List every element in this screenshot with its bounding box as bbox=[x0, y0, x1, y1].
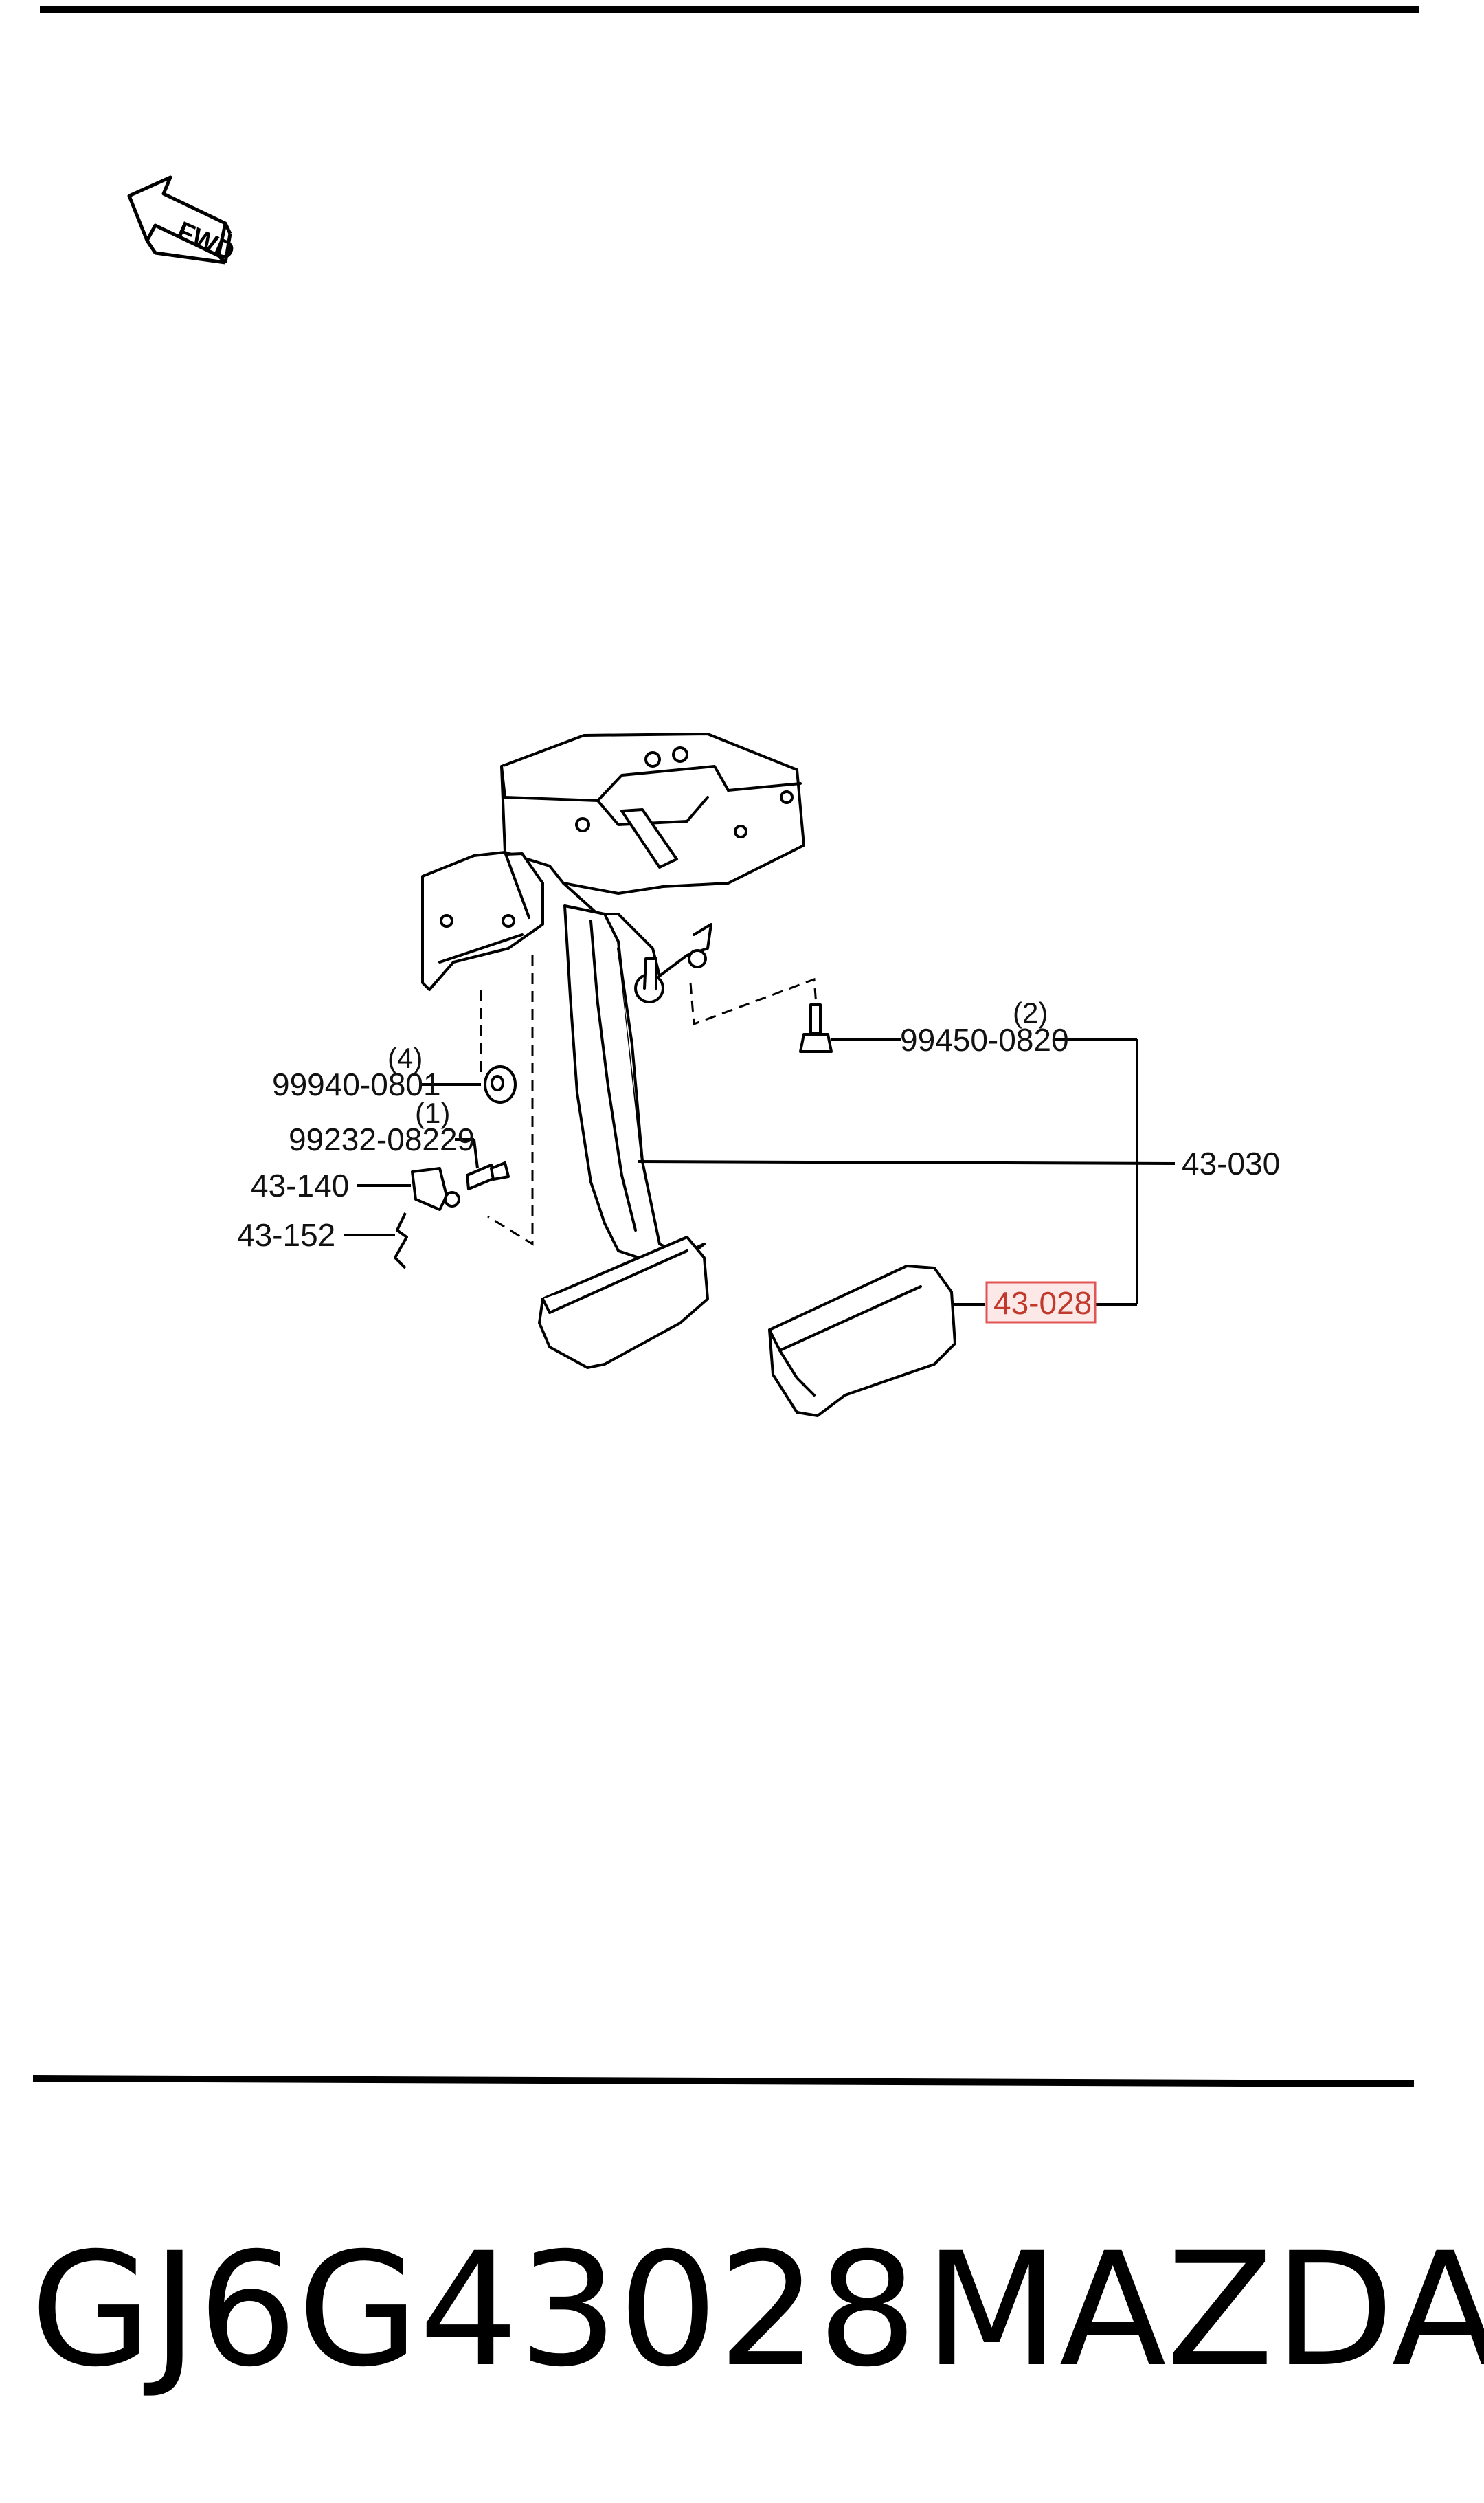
callout-bolt-part: 99232-08229 bbox=[289, 1122, 475, 1157]
callout-clip-part: 43-152 bbox=[237, 1217, 335, 1253]
stud-icon bbox=[799, 1003, 833, 1053]
callout-nut-part: 99940-0801 bbox=[272, 1067, 441, 1102]
callout-pedal-part: 43-030 bbox=[1182, 1146, 1280, 1181]
switch-icon bbox=[411, 1167, 460, 1211]
callout-stud-part: 99450-0820 bbox=[900, 1022, 1069, 1058]
bolt-icon bbox=[466, 1161, 510, 1190]
qty-nut: (4) bbox=[387, 1042, 423, 1074]
callout-switch-part: 43-140 bbox=[251, 1168, 349, 1203]
footer-part-number: GJ6G43028 bbox=[30, 2218, 917, 2401]
qty-bolt: (1) bbox=[415, 1097, 450, 1129]
footer-brand: MAZDA bbox=[924, 2218, 1484, 2401]
fwd-arrow-icon: FWD bbox=[127, 175, 238, 267]
bottom-rule bbox=[32, 2075, 1415, 2087]
nut-icon bbox=[484, 1065, 517, 1104]
qty-stud: (2) bbox=[1013, 997, 1048, 1029]
hardware-parts bbox=[394, 1003, 833, 1269]
callout-pad-part: 43-028 bbox=[993, 1285, 1092, 1321]
highlighted-callout[interactable]: 43-028 bbox=[985, 1281, 1097, 1324]
highlight-box bbox=[985, 1281, 1097, 1324]
pedal-bracket-drawing bbox=[421, 733, 956, 1417]
dashed-guides bbox=[480, 955, 818, 1246]
leader-lines bbox=[344, 1038, 1176, 1306]
clip-icon bbox=[394, 1212, 408, 1269]
